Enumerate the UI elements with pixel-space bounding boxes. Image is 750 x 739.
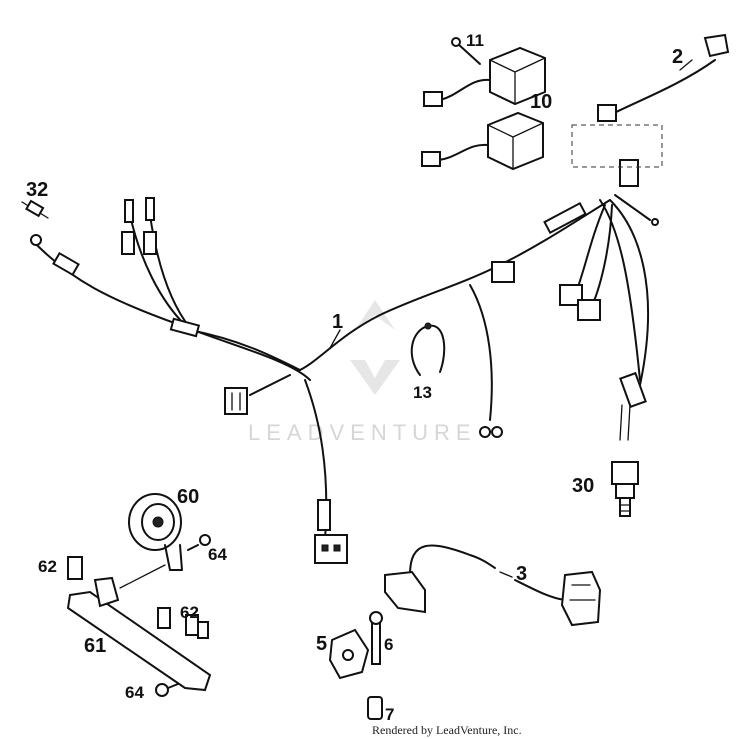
- part-3-switch: [384, 544, 602, 627]
- callout-6: 6: [384, 635, 393, 654]
- part-60-horn: [119, 493, 183, 589]
- callout-62-left: 62: [38, 557, 57, 576]
- callout-64-bottom: 64: [125, 683, 144, 702]
- part-2-sensor: [571, 33, 730, 168]
- callout-10: 10: [530, 91, 552, 113]
- callout-7: 7: [385, 705, 394, 724]
- watermark-text: LEADVENTURE: [248, 420, 477, 445]
- part-13-cable-tie: [410, 322, 446, 376]
- callout-3: 3: [516, 563, 527, 585]
- harness-connector-mid: [491, 261, 515, 283]
- watermark: LEADVENTURE: [248, 300, 477, 445]
- part-5-6-7-hardware: [328, 611, 383, 720]
- harness-connector-bottom: [314, 534, 348, 564]
- callout-64-top: 64: [208, 545, 227, 564]
- leader-lines: [329, 59, 693, 578]
- harness-connector-r1: [559, 284, 583, 306]
- callout-labels: 1 2 3 5 6 7 10 11 13 30 32 60 61 62 62 6…: [26, 31, 683, 724]
- part-30-switch: [611, 461, 639, 517]
- harness-connector-r2: [577, 299, 601, 321]
- callout-5: 5: [316, 633, 327, 655]
- part-10-relays: [421, 46, 546, 171]
- part-61-bracket: [66, 576, 212, 692]
- callout-1: 1: [332, 311, 343, 333]
- render-credit: Rendered by LeadVenture, Inc.: [372, 723, 522, 737]
- callout-2: 2: [672, 46, 683, 68]
- callout-61: 61: [84, 635, 106, 657]
- callout-30: 30: [572, 475, 594, 497]
- callout-13: 13: [413, 383, 432, 402]
- part-11-screw: [451, 37, 481, 65]
- part-64-bolts: [155, 534, 211, 697]
- harness-connector-left: [224, 387, 248, 415]
- main-harness: [30, 159, 659, 564]
- callout-11: 11: [466, 31, 484, 50]
- callout-32: 32: [26, 179, 48, 201]
- callout-62-right: 62: [180, 603, 199, 622]
- part-32-terminal: [21, 199, 49, 219]
- harness-connector-plug: [619, 371, 647, 409]
- part-62-clips: [67, 556, 209, 639]
- callout-60: 60: [177, 486, 199, 508]
